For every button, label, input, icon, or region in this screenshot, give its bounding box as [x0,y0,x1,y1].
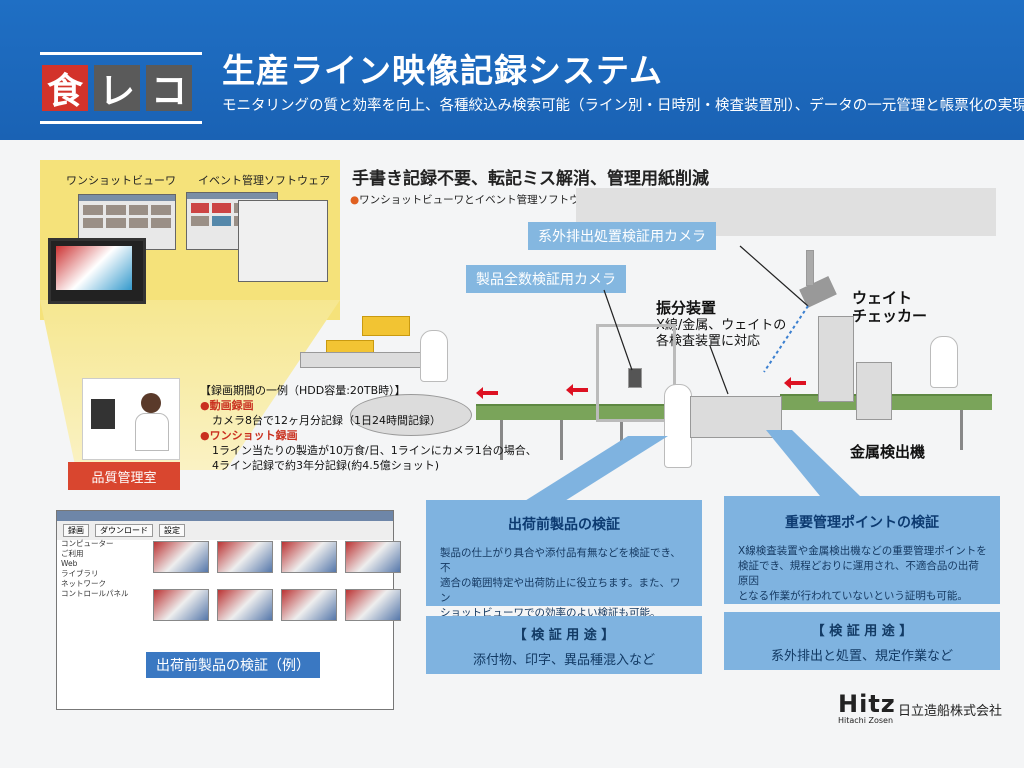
logo-char-2: レ [94,65,140,112]
weight-checker-2: チェッカー [852,307,928,325]
sorter-desc-2: 各検査装置に対応 [656,334,761,349]
worker-figure [930,336,958,388]
product-camera-icon [628,368,642,388]
product-box [362,316,410,336]
sorter-spec: 振分装置 X線/金属、ウェイトの 各検査装置に対応 [656,300,786,350]
window-titlebar [57,511,393,521]
camera-pole [806,250,814,286]
callout-right-title: 重要管理ポイントの検証 [785,515,939,531]
product-camera-label: 製品全数検証用カメラ [466,265,626,293]
bullet-dot-icon: ● [200,429,210,442]
tree-item[interactable]: ご利用 [61,549,84,558]
metal-detector: 金属検出機 [850,443,926,461]
viewer-label: ワンショットビューワ [66,174,176,187]
callout-preshipment: 出荷前製品の検証 製品の仕上がり具合や添付品有無などを検証でき、不 適合の範囲特… [426,500,702,619]
thumbnail[interactable] [281,589,337,631]
tree-item[interactable]: コントロールパネル [61,589,129,598]
turntable [350,394,472,436]
hitz-logo-sub: Hitachi Zosen [838,716,894,725]
logo-char-1: 食 [42,65,88,112]
thumbnail[interactable] [217,589,273,631]
flow-arrow-icon [566,384,588,396]
metal-detector-machine [856,362,892,420]
tree-item[interactable]: コンピューター [61,539,114,548]
oneshot-title: ワンショット録画 [209,429,298,442]
callout-right-body-1: X線検査装置や金属検出機などの重要管理ポイントを [738,545,987,557]
monitor-image [56,246,132,290]
callout-left-body-2: 適合の範囲特定や出荷防止に役立ちます。また、ワン [440,577,681,604]
video-title: 動画録画 [209,399,254,412]
video-desc: カメラ8台で12ヶ月分記録（1日24時間記録） [212,414,441,427]
thumbnail[interactable] [153,589,209,631]
sorter-machine [690,396,782,438]
tree-item[interactable]: Web [61,559,78,568]
weight-checker-label: ウェイト チェッカー [852,290,927,326]
page-subtitle: モニタリングの質と効率を向上、各種絞込み検索可能（ライン別・日時別・検査装置別）… [222,98,1024,114]
conveyor-belt [476,404,676,420]
bullet-dot-icon: ● [350,194,360,206]
event-software-label: イベント管理ソフトウェア [198,174,330,187]
thumbnail[interactable] [345,589,401,631]
use-box-left: 【 検 証 用 途 】 添付物、印字、異品種混入など [426,616,702,674]
thumbnail-grid [153,541,401,631]
bullet-dot-icon: ● [200,399,210,412]
conveyor-leg [960,410,963,450]
hitz-logo: Hitz [838,690,896,718]
recording-header: 【録画期間の一例（HDD容量:20TB時）】 [200,384,406,397]
thumbnail[interactable] [345,541,401,583]
foreign-camera-label: 系外排出処置検証用カメラ [528,222,716,250]
event-preview-screenshot [238,200,328,282]
header-banner: 食 レ コ 生産ライン映像記録システム モニタリングの質と効率を向上、各種絞込み… [0,0,1024,140]
sorter-desc-1: X線/金属、ウェイトの [656,318,787,333]
thumbnail[interactable] [153,541,209,583]
qa-room-illustration [82,378,180,460]
camera-frame [596,324,676,422]
use-right-body: 系外排出と処置、規定作業など [770,649,953,664]
oneshot-desc-2: 4ライン記録で約3年分記録(約4.5億ショット) [212,459,440,472]
conveyor-leg [620,420,623,460]
viewer-window: 録画 ダウンロード 設定 コンピューター ご利用 Web ライブラリ ネットワー… [56,510,401,710]
thumbnail[interactable] [281,541,337,583]
sorter-title: 振分装置 [656,299,717,317]
callout-right-body-2: 検証でき、規程どおりに運用され、不適合品の出荷原因 [738,560,979,587]
weight-checker-machine [818,316,854,402]
metal-detector-label: 金属検出機 [850,444,925,462]
page-title: 生産ライン映像記録システム [222,51,664,90]
use-right-title: 【 検 証 用 途 】 [811,624,913,639]
weight-checker-1: ウェイト [852,289,913,307]
conveyor-leg [560,420,563,460]
use-left-title: 【 検 証 用 途 】 [513,628,615,643]
use-left-body: 添付物、印字、異品種混入など [472,653,655,668]
use-box-right: 【 検 証 用 途 】 系外排出と処置、規定作業など [724,612,1000,670]
tab-record[interactable]: 録画 [63,524,89,537]
qa-room-label: 品質管理室 [68,462,180,490]
window-toolbar: 録画 ダウンロード 設定 [57,521,393,540]
callout-left-title: 出荷前製品の検証 [508,517,620,533]
main-heading: 手書き記録不要、転記ミス解消、管理用紙削減 [352,169,709,189]
recording-info: 【録画期間の一例（HDD容量:20TB時）】 ●動画録画 カメラ8台で12ヶ月分… [200,383,537,473]
tab-download[interactable]: ダウンロード [95,524,153,537]
shokureco-logo: 食 レ コ [40,52,202,124]
flow-arrow-icon [476,387,498,399]
logo-char-3: コ [146,65,192,112]
thumbnail[interactable] [217,541,273,583]
worker-figure [420,330,448,382]
company-name: 日立造船株式会社 [898,704,1003,719]
tree-item[interactable]: ライブラリ [61,569,99,578]
conveyor-leg [500,420,503,460]
folder-tree: コンピューター ご利用 Web ライブラリ ネットワーク コントロールパネル [61,539,141,599]
flow-arrow-icon [784,377,806,389]
tree-item[interactable]: ネットワーク [61,579,106,588]
callout-ccp: 重要管理ポイントの検証 X線検査装置や金属検出機などの重要管理ポイントを 検証で… [724,496,1000,604]
oneshot-desc-1: 1ライン当たりの製造が10万食/日、1ラインにカメラ1台の場合、 [212,444,537,457]
callout-left-body-1: 製品の仕上がり具合や添付品有無などを検証でき、不 [440,547,681,574]
tab-settings[interactable]: 設定 [159,524,185,537]
callout-right-body-3: となる作業が行われていないという証明も可能。 [738,590,968,602]
window-caption: 出荷前製品の検証（例） [146,652,320,678]
